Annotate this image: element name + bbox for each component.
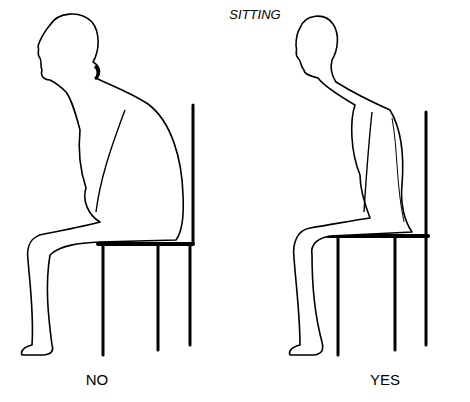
arm-line <box>96 110 125 212</box>
diagram-title: SITTING <box>229 8 280 22</box>
verdict-label: NO <box>86 372 109 389</box>
spine-line <box>392 118 404 222</box>
verdict-label: YES <box>370 372 400 389</box>
slouched-figure <box>21 14 183 355</box>
arm-line <box>364 112 372 212</box>
bun-mark <box>95 66 98 79</box>
upright-figure <box>289 16 412 355</box>
